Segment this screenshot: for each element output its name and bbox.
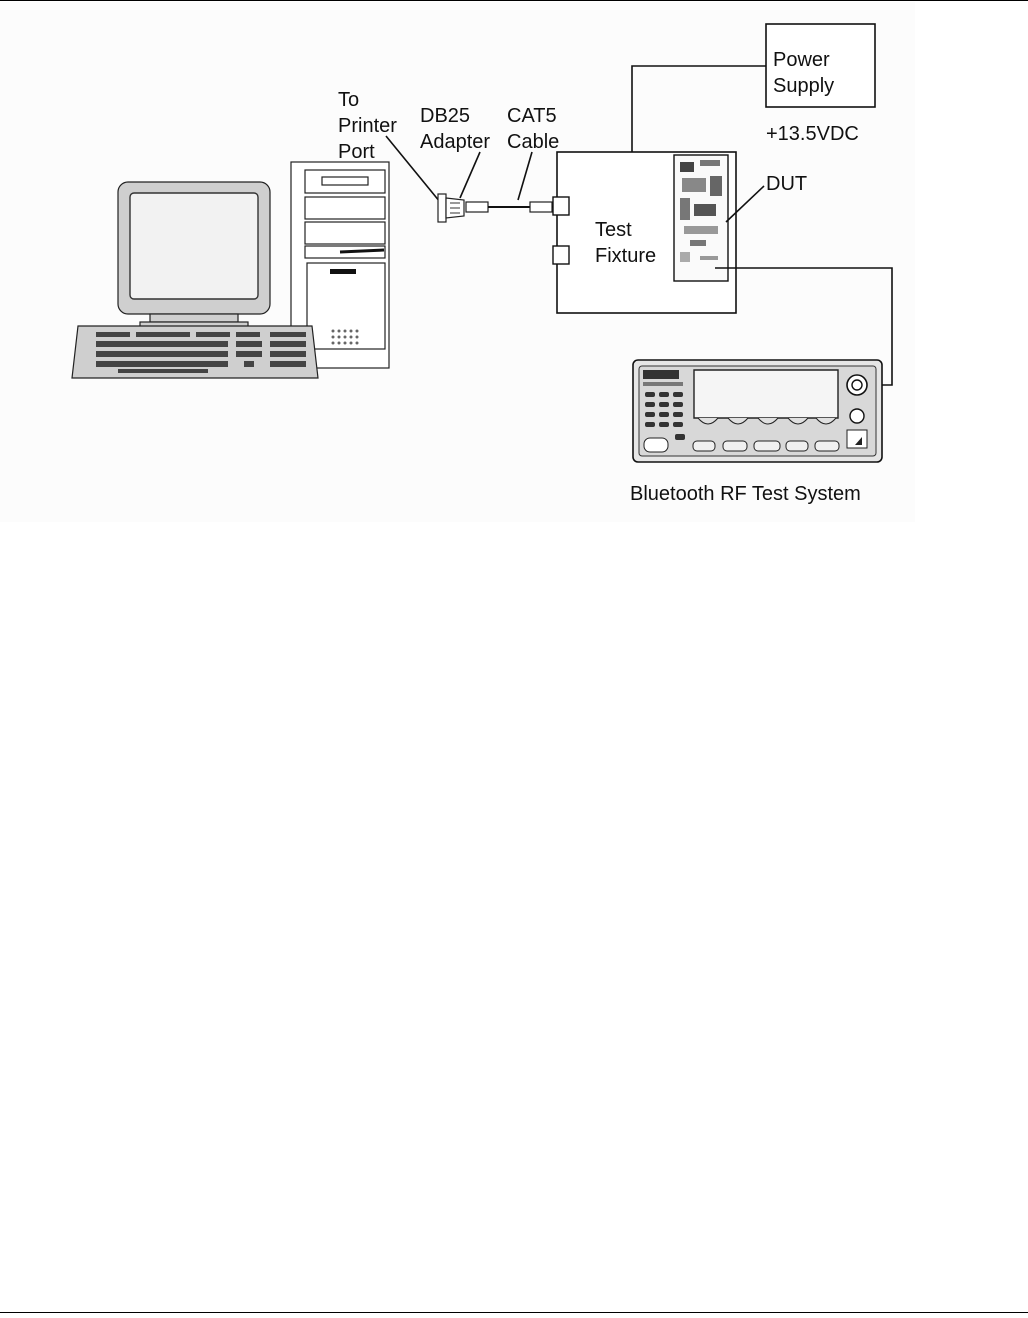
bottom-page-rule [0,1312,1028,1313]
printer-port-label-line2: Printer [338,115,397,137]
power-supply-label-line2: Supply [773,75,834,97]
fixture-connector-bottom [553,246,569,264]
computer-monitor [118,182,270,328]
cat5-cable-label-line1: CAT5 [507,105,557,127]
printer-port-label-line3: Port [338,141,375,163]
test-fixture-label-line2: Fixture [595,245,656,267]
db25-adapter-label-line2: Adapter [420,131,490,153]
voltage-label: +13.5VDC [766,123,859,145]
cat5-cable-label-line2: Cable [507,131,559,153]
desktop-computer-icon [72,162,389,378]
computer-keyboard [72,326,318,378]
bluetooth-test-instrument-icon [633,360,882,462]
test-setup-diagram: To Printer Port DB25 Adapter CAT5 Cable … [0,0,1028,540]
printer-port-label-line1: To [338,89,359,111]
dut-label: DUT [766,173,807,195]
db25-adapter-label-line1: DB25 [420,105,470,127]
circuit-board-icon [674,155,728,281]
test-fixture-label-line1: Test [595,219,632,241]
fixture-connector-top [553,197,569,215]
power-supply-label-line1: Power [773,49,830,71]
bluetooth-test-system-label: Bluetooth RF Test System [630,483,861,505]
